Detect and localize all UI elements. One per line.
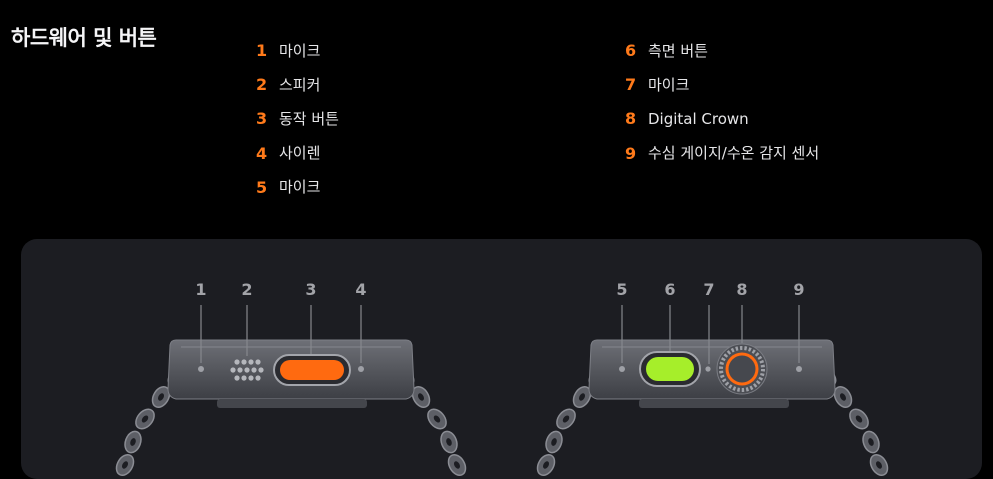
callout-number: 2: [241, 280, 252, 299]
legend-item: 3 동작 버튼: [256, 102, 339, 136]
callout-lines-right: [621, 305, 800, 364]
legend-number: 5: [256, 177, 268, 197]
legend-label: 측면 버튼: [648, 41, 708, 60]
legend-left-column: 1 마이크 2 스피커 3 동작 버튼 4 사이렌 5 마이크: [256, 34, 339, 205]
legend-item: 6 측면 버튼: [625, 34, 819, 68]
callout-number: 3: [305, 280, 316, 299]
legend-label: 동작 버튼: [279, 109, 339, 128]
siren-hole: [358, 366, 364, 372]
callout-lines-left: [200, 305, 362, 363]
legend-number: 9: [625, 143, 637, 163]
legend-label: 마이크: [279, 41, 321, 60]
callout-number: 4: [355, 280, 366, 299]
legend-item: 1 마이크: [256, 34, 339, 68]
hardware-diagram: 1 2 3 4: [112, 280, 892, 479]
digital-crown: [716, 343, 768, 395]
legend-item: 2 스피커: [256, 68, 339, 102]
watch-right-side-view: 5 6 7 8 9: [533, 280, 892, 479]
legend-number: 3: [256, 109, 268, 129]
microphone-hole: [619, 366, 625, 372]
legend-label: 마이크: [279, 178, 321, 197]
legend-number: 7: [625, 75, 637, 95]
legend-item: 7 마이크: [625, 68, 819, 102]
legend-item: 4 사이렌: [256, 137, 339, 171]
legend-number: 6: [625, 41, 637, 61]
depth-sensor-hole: [796, 366, 802, 372]
legend-number: 4: [256, 143, 268, 163]
microphone-hole: [198, 366, 204, 372]
legend-right-column: 6 측면 버튼 7 마이크 8 Digital Crown 9 수심 게이지/수…: [625, 34, 819, 171]
legend-number: 2: [256, 75, 268, 95]
callout-number: 1: [195, 280, 206, 299]
legend-label: Digital Crown: [648, 109, 749, 128]
watch-left-side-view: 1 2 3 4: [112, 280, 470, 479]
callout-number: 6: [664, 280, 675, 299]
legend-number: 1: [256, 41, 268, 61]
legend-label: 스피커: [279, 75, 321, 94]
callout-number: 9: [793, 280, 804, 299]
speaker-grille: [230, 359, 264, 381]
hardware-diagram-panel: 1 2 3 4: [21, 239, 982, 479]
page-title: 하드웨어 및 버튼: [11, 26, 157, 50]
legend-number: 8: [625, 109, 637, 129]
legend-label: 사이렌: [279, 144, 321, 163]
legend-item: 9 수심 게이지/수온 감지 센서: [625, 137, 819, 171]
callout-number: 8: [736, 280, 747, 299]
callout-number: 5: [616, 280, 627, 299]
callout-number: 7: [703, 280, 714, 299]
legend-item: 5 마이크: [256, 171, 339, 205]
microphone-hole: [705, 366, 711, 372]
legend-label: 수심 게이지/수온 감지 센서: [648, 144, 820, 163]
legend-item: 8 Digital Crown: [625, 102, 819, 136]
legend-label: 마이크: [648, 75, 690, 94]
